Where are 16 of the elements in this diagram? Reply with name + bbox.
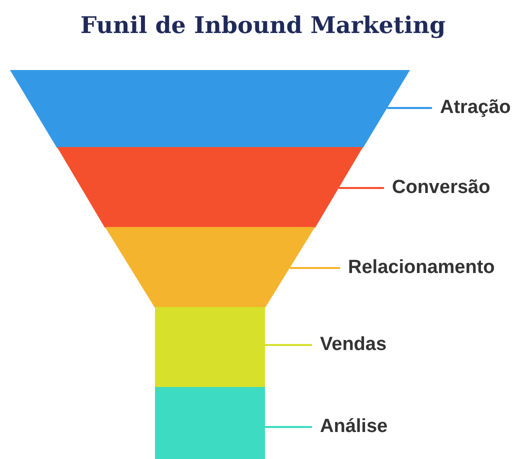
stage-label: Vendas bbox=[320, 334, 387, 356]
funnel-band bbox=[155, 387, 265, 459]
funnel-band bbox=[57, 147, 363, 228]
stage-label: Conversão bbox=[392, 177, 490, 199]
funnel-band bbox=[10, 70, 410, 148]
leader-line bbox=[290, 267, 340, 269]
stage-label: Análise bbox=[320, 416, 388, 438]
stage-label: Atração bbox=[440, 97, 511, 119]
diagram-title: Funil de Inbound Marketing bbox=[79, 12, 447, 39]
stage-label: Relacionamento bbox=[348, 257, 495, 279]
leader-line bbox=[387, 107, 432, 109]
funnel-band bbox=[105, 227, 315, 308]
leader-line bbox=[265, 344, 312, 346]
leader-line bbox=[338, 187, 384, 189]
funnel-band bbox=[155, 307, 265, 388]
leader-line bbox=[265, 426, 312, 428]
